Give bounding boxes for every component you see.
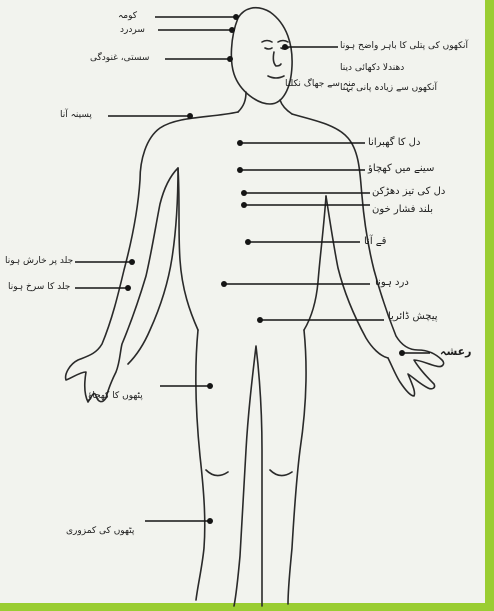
head-outline <box>231 8 292 104</box>
label-fast-heartbeat: دل کی تیز دھڑکن <box>372 187 445 197</box>
inner-legs <box>234 346 262 606</box>
label-skin-redness: جلد کا سرخ ہونا <box>8 283 70 292</box>
left-arm-outline <box>66 112 238 402</box>
left-leg-outline <box>196 330 205 600</box>
knees <box>206 470 292 476</box>
dot-chest <box>237 167 243 173</box>
dot-headache <box>229 27 235 33</box>
label-muscle-cramps: پٹھوں کا کھچاؤ <box>88 392 143 401</box>
label-diarrhea: پیچش ڈائریا <box>388 312 438 322</box>
label-muscle-weakness: پٹھوں کی کمزوری <box>66 527 134 536</box>
dot-cramps <box>207 383 213 389</box>
human-figure <box>66 8 444 606</box>
label-mouth-foam: منہ سے جھاگ نکلنا <box>285 80 356 89</box>
torso-left <box>178 168 198 330</box>
dot-sweating <box>187 113 193 119</box>
label-vomiting: قے آنا <box>364 237 386 247</box>
label-coma: کومہ <box>118 12 137 21</box>
label-unconsciousness: سستی، غنودگی <box>90 54 149 63</box>
label-chest-tightness: سینے میں کھچاؤ <box>368 164 434 174</box>
label-headache: سردرد <box>120 26 145 35</box>
dot-diarrhea <box>257 317 263 323</box>
label-skin-itching: جلد پر خارش ہونا <box>5 257 73 266</box>
right-leg-outline <box>288 330 306 604</box>
dot-fast-heart <box>241 190 247 196</box>
torso-right <box>304 196 326 330</box>
dot-vomiting <box>245 239 251 245</box>
label-abdominal-pain: درد ہونا <box>375 278 409 288</box>
dot-tremor <box>399 350 405 356</box>
right-green-border <box>485 0 494 611</box>
dot-redness <box>125 285 131 291</box>
dot-pupils <box>282 44 288 50</box>
left-arm-inner <box>128 168 178 364</box>
dot-bp <box>241 202 247 208</box>
label-sweating: پسینہ آنا <box>60 111 92 120</box>
label-high-bp: بلند فشار خون <box>372 205 433 215</box>
dot-pain <box>221 281 227 287</box>
dot-coma <box>233 14 239 20</box>
label-tremor: رعشہ <box>440 346 472 357</box>
bottom-green-border <box>0 603 494 611</box>
dot-unconsciousness <box>227 56 233 62</box>
dot-weakness <box>207 518 213 524</box>
label-heart-palpitation: دل کا گھبرانا <box>368 138 420 148</box>
label-blurred-vision: دھندلا دکھائی دینا <box>340 64 404 73</box>
label-pupils-dilated: آنکھوں کی پتلی کا باہر واضح ہونا <box>340 42 468 51</box>
dot-heart <box>237 140 243 146</box>
right-arm-outline <box>292 114 444 396</box>
dot-itching <box>129 259 135 265</box>
